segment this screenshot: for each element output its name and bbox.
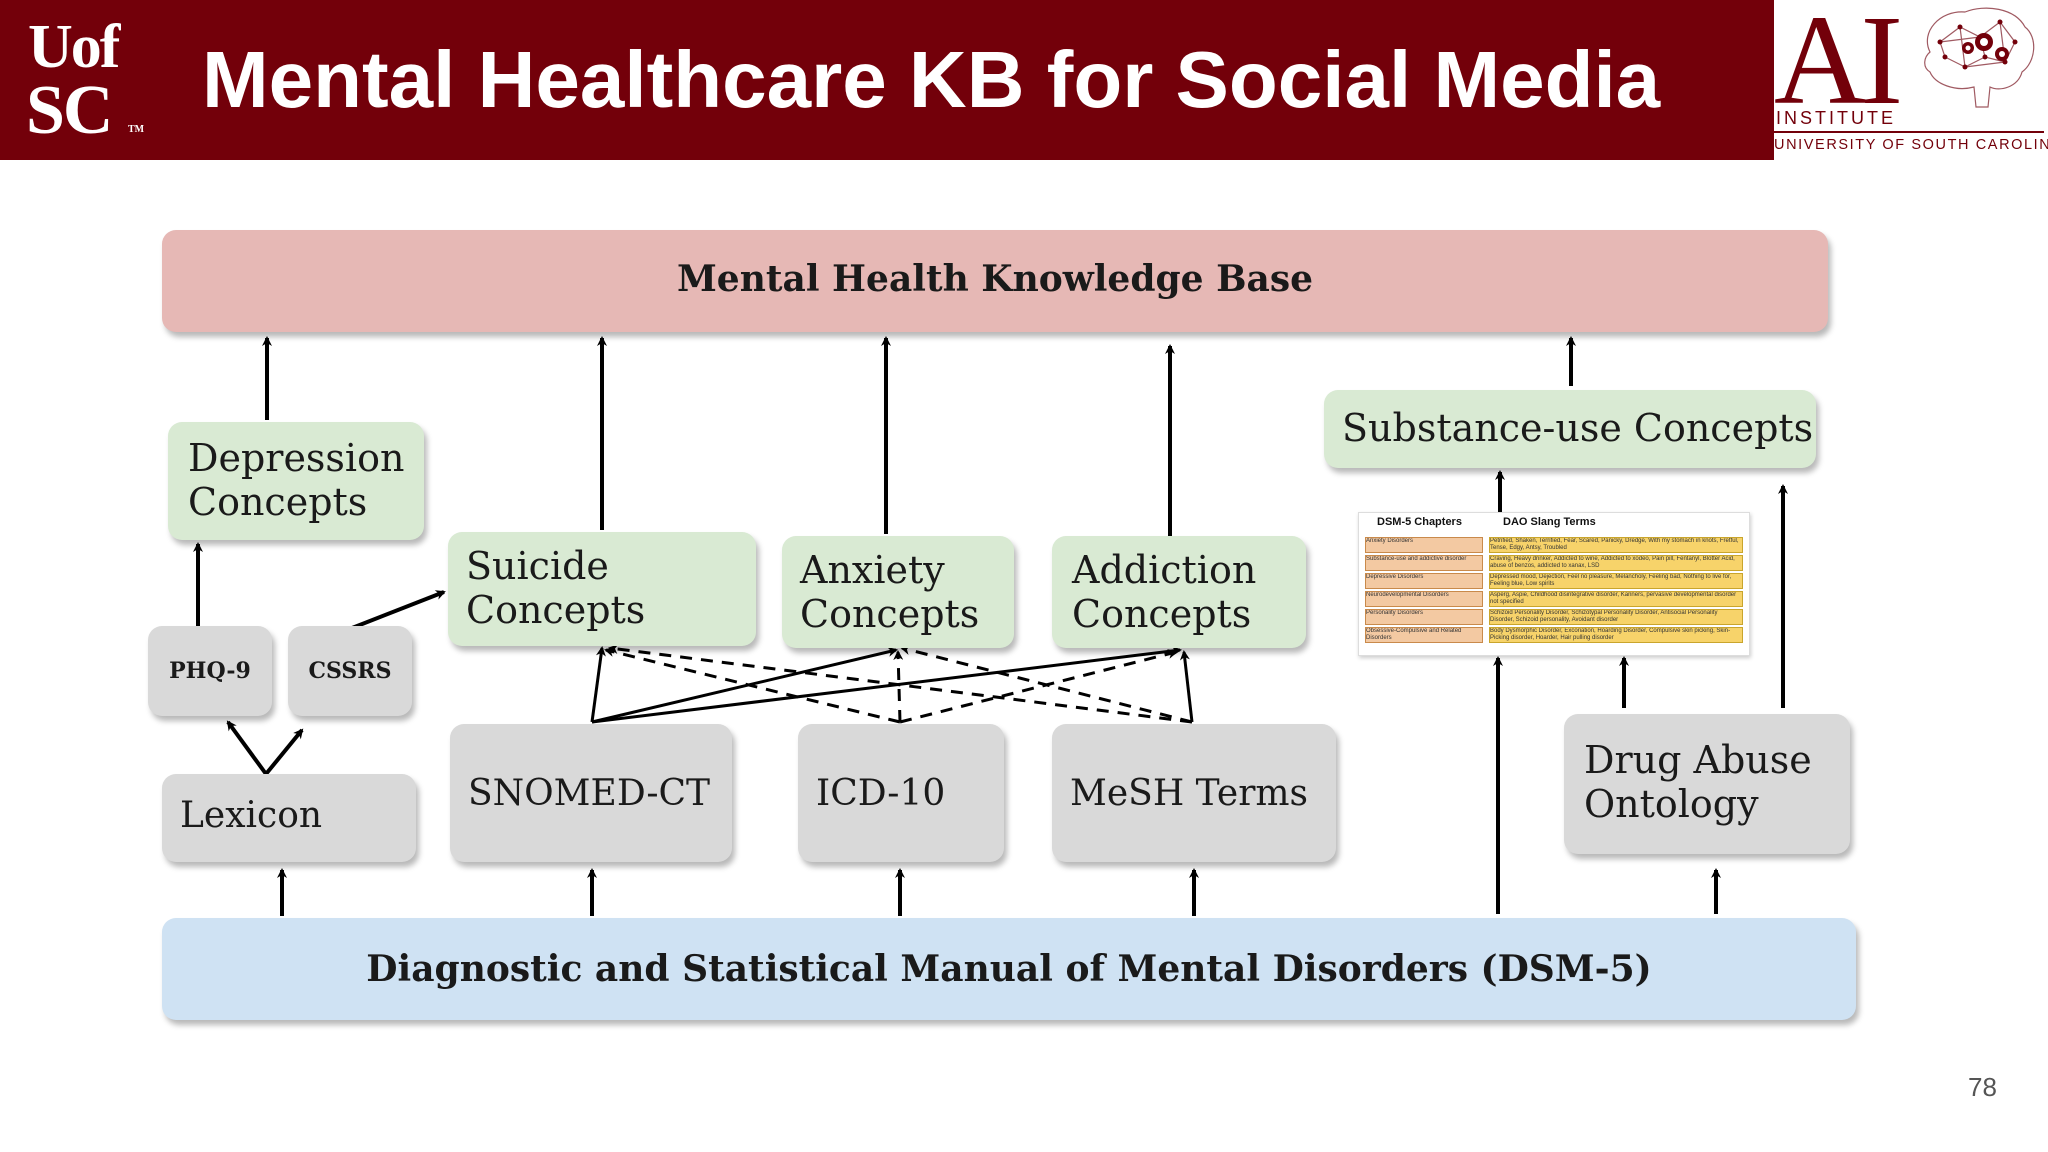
uofsc-logo-tm: TM bbox=[128, 124, 145, 135]
phq9-box: PHQ-9 bbox=[148, 626, 272, 716]
table-chapter-cell: Personality Disorders bbox=[1365, 609, 1483, 625]
uofsc-logo-line1: Uof bbox=[28, 13, 120, 81]
icd10-label: ICD-10 bbox=[816, 773, 946, 814]
depression-concepts-box: Depression Concepts bbox=[168, 422, 424, 540]
snomed-ct-box: SNOMED-CT bbox=[450, 724, 732, 862]
table-slang-cell: Petrified, Shaken, Terrified, Fear, Scar… bbox=[1489, 537, 1743, 553]
ai-logo-university: UNIVERSITY OF SOUTH CAROLINA bbox=[1774, 137, 2048, 153]
substance-use-concepts-box: Substance-use Concepts bbox=[1324, 390, 1816, 468]
drug-abuse-ontology-box: Drug Abuse Ontology bbox=[1564, 714, 1850, 854]
depression-concepts-label: Depression Concepts bbox=[188, 436, 405, 524]
uofsc-logo-line2: SC bbox=[26, 72, 113, 149]
ai-institute-logo: AI INSTITUTE UNIVERSITY OF SOUTH CAROLIN… bbox=[1774, 0, 2048, 160]
cssrs-box: CSSRS bbox=[288, 626, 412, 716]
lexicon-label: Lexicon bbox=[180, 795, 323, 836]
table-slang-cell: Schizoid Personality Disorder, Schizotyp… bbox=[1489, 609, 1743, 625]
snomed-ct-label: SNOMED-CT bbox=[468, 773, 711, 814]
table-header-slang: DAO Slang Terms bbox=[1503, 516, 1596, 528]
table-chapter-cell: Neurodevelopmental Disorders bbox=[1365, 591, 1483, 607]
dsm-dao-table-image: DSM-5 Chapters DAO Slang Terms Anxiety D… bbox=[1358, 512, 1750, 656]
anxiety-concepts-label: Anxiety Concepts bbox=[800, 548, 980, 636]
brain-gears-icon bbox=[1924, 7, 2035, 108]
substance-use-concepts-label: Substance-use Concepts bbox=[1342, 406, 1814, 450]
uofsc-logo: Uof SC TM bbox=[22, 10, 152, 150]
dsm5-box: Diagnostic and Statistical Manual of Men… bbox=[162, 918, 1856, 1020]
table-header-chapters: DSM-5 Chapters bbox=[1377, 516, 1462, 528]
mesh-terms-label: MeSH Terms bbox=[1070, 773, 1309, 814]
table-slang-cell: Craving, Heavy drinker, Addicted to wine… bbox=[1489, 555, 1743, 571]
addiction-concepts-box: Addiction Concepts bbox=[1052, 536, 1306, 648]
slide-title: Mental Healthcare KB for Social Media bbox=[202, 35, 1661, 124]
ai-logo-letters: AI bbox=[1774, 0, 1903, 131]
table-chapter-cell: Depressive Disorders bbox=[1365, 573, 1483, 589]
dsm5-label: Diagnostic and Statistical Manual of Men… bbox=[366, 948, 1652, 990]
table-chapter-cell: Obsessive-Compulsive and Related Disorde… bbox=[1365, 627, 1483, 643]
suicide-concepts-label: Suicide Concepts bbox=[466, 544, 646, 632]
table-slang-cell: Body Dysmorphic Disorder, Excoriation, H… bbox=[1489, 627, 1743, 643]
ai-logo-divider bbox=[1774, 131, 2044, 133]
lexicon-box: Lexicon bbox=[162, 774, 416, 862]
table-slang-cell: Asperg, Aspie, Childhood disintegrative … bbox=[1489, 591, 1743, 607]
addiction-concepts-label: Addiction Concepts bbox=[1072, 548, 1257, 636]
table-chapter-cell: Substance-use and addictive disorder bbox=[1365, 555, 1483, 571]
phq9-label: PHQ-9 bbox=[169, 658, 251, 684]
ai-logo-institute: INSTITUTE bbox=[1776, 108, 1896, 128]
table-slang-cell: Depressed mood, Dejection, Feel no pleas… bbox=[1489, 573, 1743, 589]
suicide-concepts-box: Suicide Concepts bbox=[448, 532, 756, 646]
mesh-terms-box: MeSH Terms bbox=[1052, 724, 1336, 862]
table-chapter-cell: Anxiety Disorders bbox=[1365, 537, 1483, 553]
header-banner: Uof SC TM Mental Healthcare KB for Socia… bbox=[0, 0, 1774, 160]
knowledge-base-label: Mental Health Knowledge Base bbox=[676, 258, 1314, 300]
knowledge-base-box: Mental Health Knowledge Base bbox=[162, 230, 1828, 332]
page-number: 78 bbox=[1968, 1072, 1997, 1102]
cssrs-label: CSSRS bbox=[308, 658, 392, 684]
anxiety-concepts-box: Anxiety Concepts bbox=[782, 536, 1014, 648]
drug-abuse-ontology-label: Drug Abuse Ontology bbox=[1584, 738, 1812, 826]
icd10-box: ICD-10 bbox=[798, 724, 1004, 862]
